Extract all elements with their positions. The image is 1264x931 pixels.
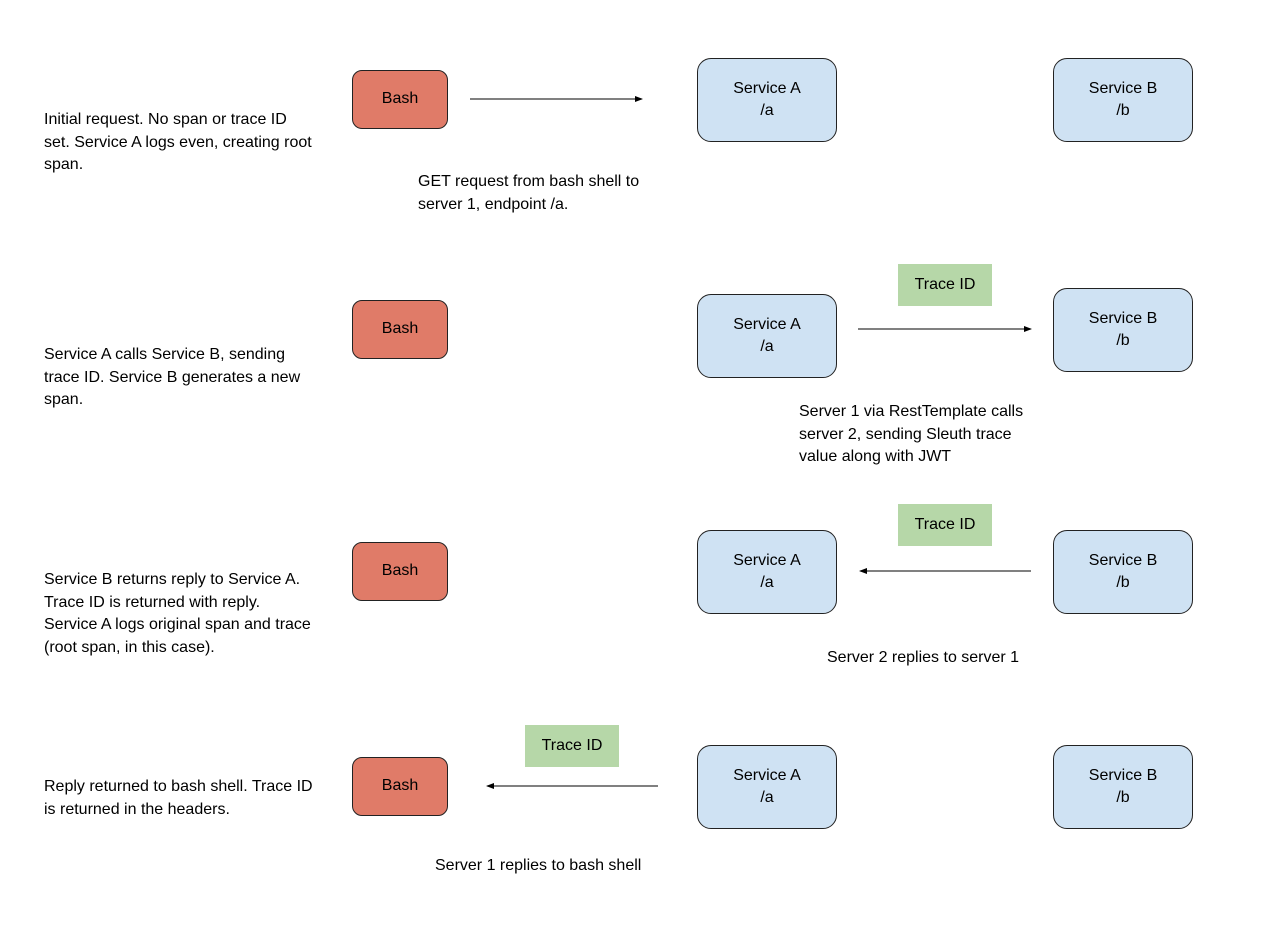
step-2-description: Service A calls Service B, sending trace…: [44, 346, 301, 408]
bash-node: Bash: [352, 757, 448, 816]
step-3-description: Service B returns reply to Service A. Tr…: [44, 571, 311, 656]
service-a-node: Service A /a: [697, 58, 837, 142]
bash-node: Bash: [352, 542, 448, 601]
bash-node: Bash: [352, 300, 448, 359]
service-b-node: Service B /b: [1053, 530, 1193, 614]
service-b-node: Service B /b: [1053, 58, 1193, 142]
step-4-description: Reply returned to bash shell. Trace ID i…: [44, 778, 313, 818]
step-2-caption: Server 1 via RestTemplate calls server 2…: [799, 403, 1024, 465]
service-a-node: Service A /a: [697, 745, 837, 829]
trace-id-tag: Trace ID: [898, 504, 992, 546]
trace-id-tag: Trace ID: [525, 725, 619, 767]
step-1-caption: GET request from bash shell to server 1,…: [418, 173, 640, 213]
service-a-node: Service A /a: [697, 294, 837, 378]
service-a-node: Service A /a: [697, 530, 837, 614]
bash-node: Bash: [352, 70, 448, 129]
step-1-description: Initial request. No span or trace ID set…: [44, 111, 312, 173]
service-b-node: Service B /b: [1053, 745, 1193, 829]
trace-id-tag: Trace ID: [898, 264, 992, 306]
step-3-caption: Server 2 replies to server 1: [827, 649, 1020, 666]
step-4-caption: Server 1 replies to bash shell: [435, 857, 642, 874]
service-b-node: Service B /b: [1053, 288, 1193, 372]
